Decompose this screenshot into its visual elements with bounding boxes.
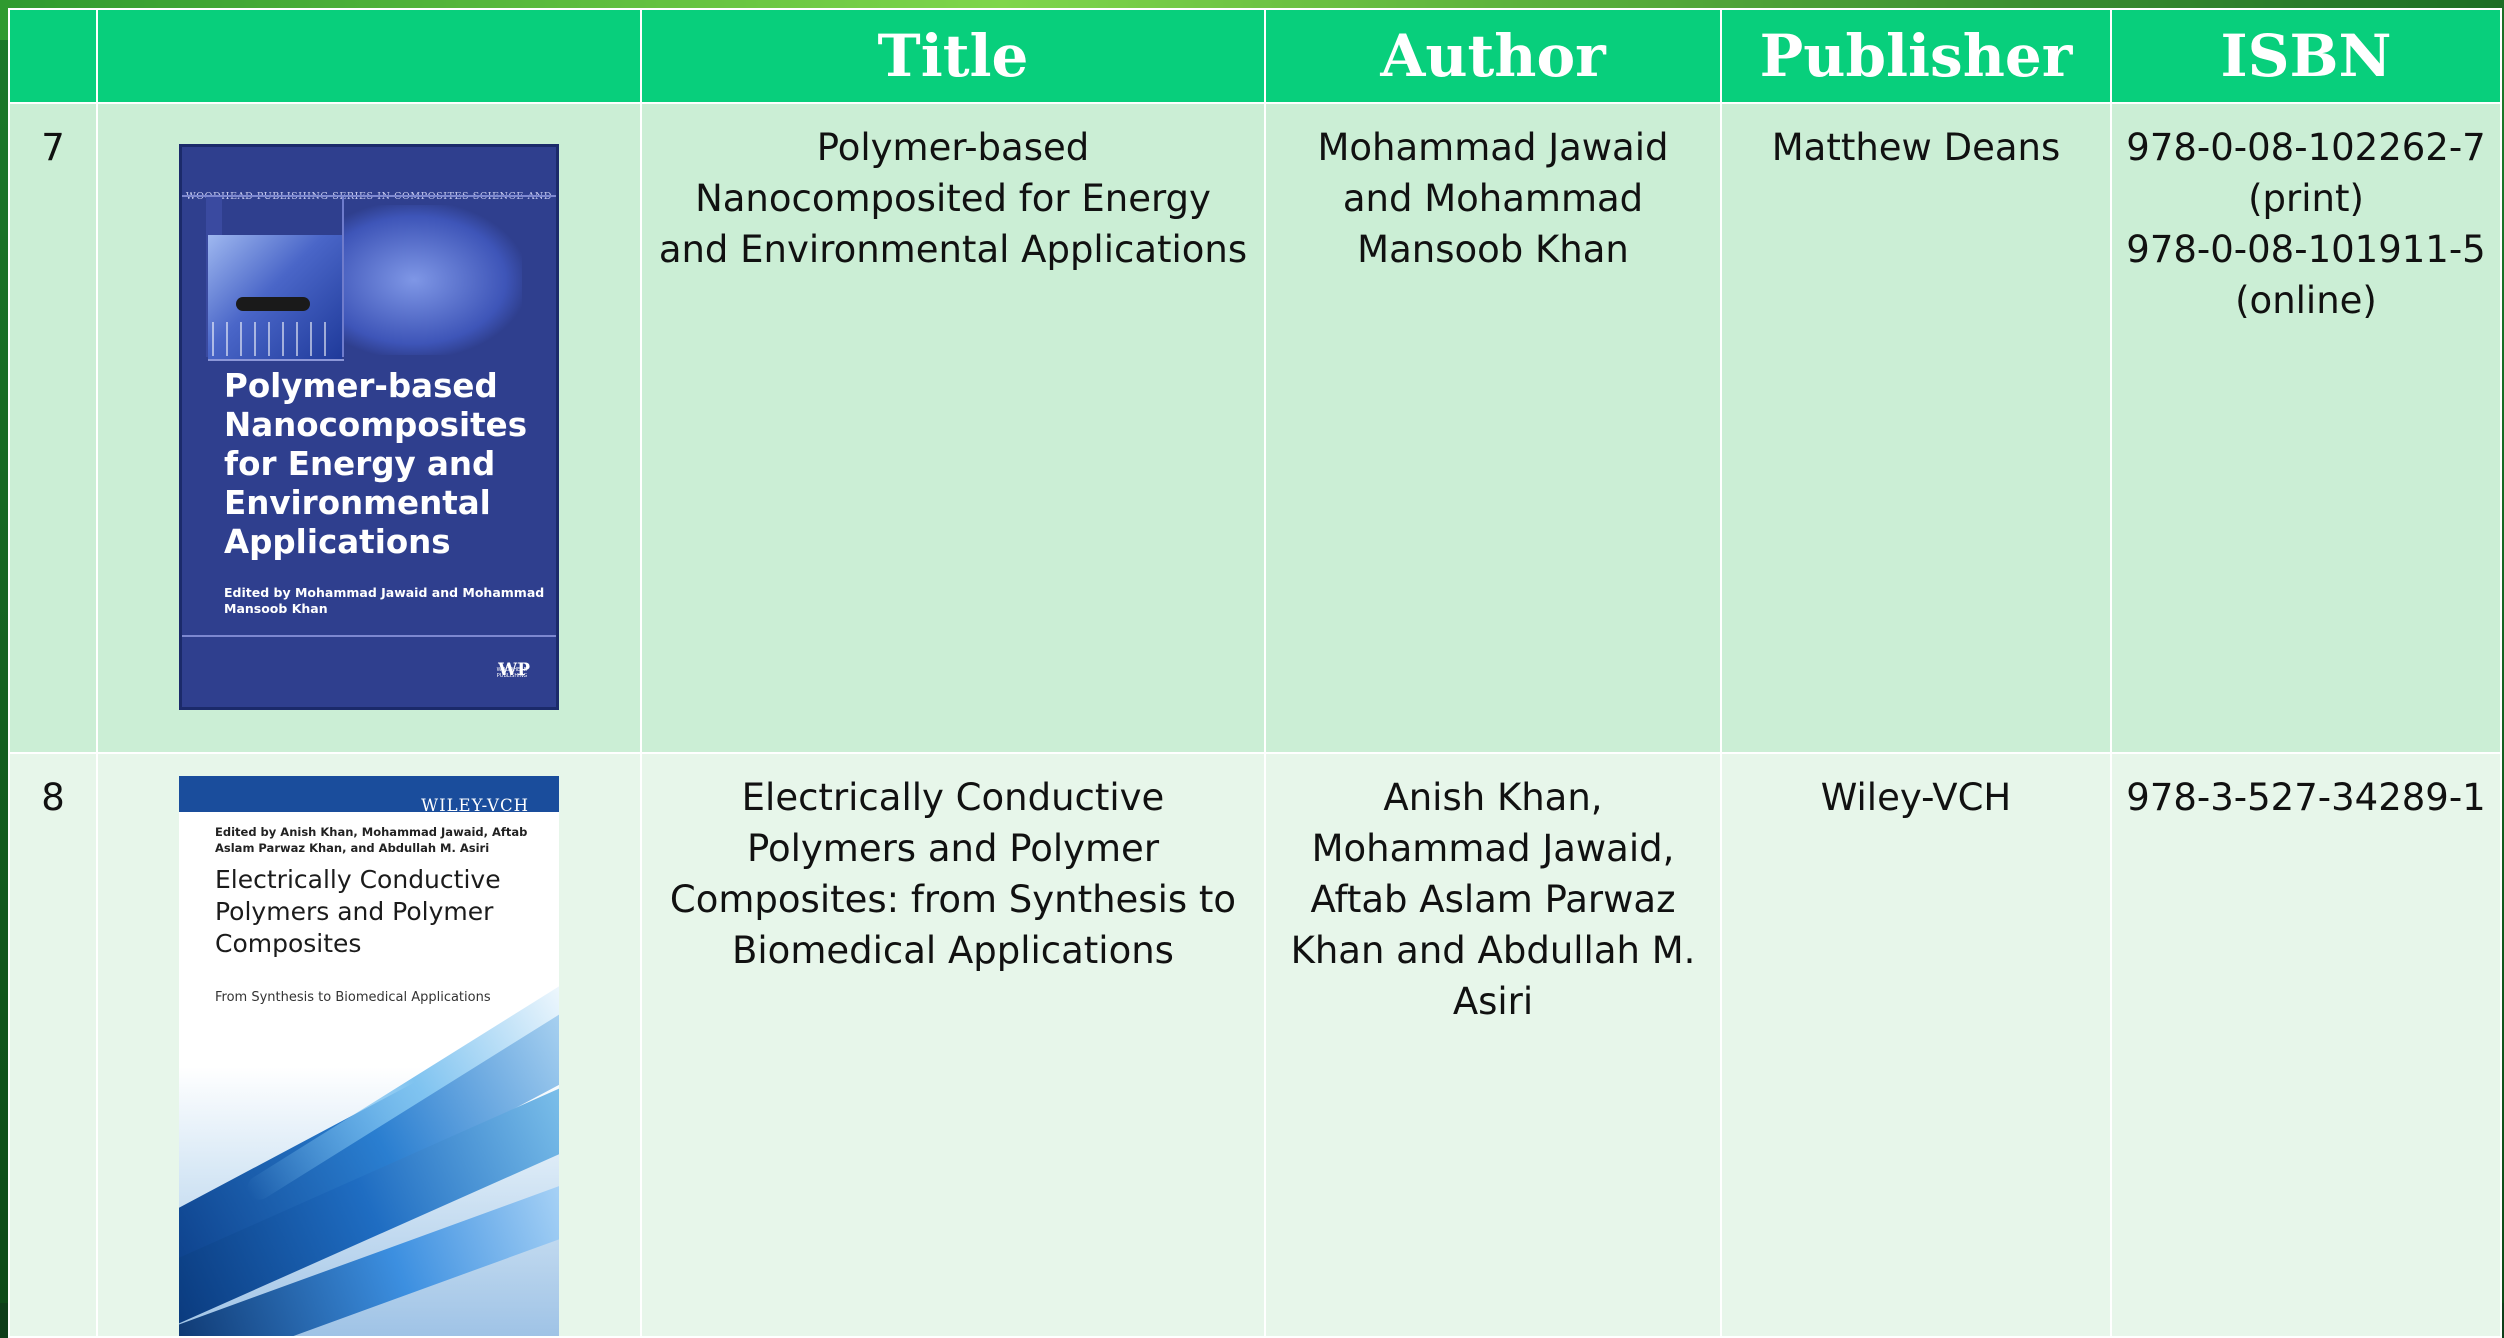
cover-photo-detail <box>236 297 310 311</box>
author-cell: Anish Khan, Mohammad Jawaid, Aftab Aslam… <box>1264 752 1722 1338</box>
title-cell: Electrically Conductive Polymers and Pol… <box>640 752 1266 1338</box>
isbn-line: 978-0-08-102262-7 <box>2126 126 2486 169</box>
cover-divider <box>208 359 344 361</box>
books-table: Title Author Publisher ISBN 7 WOODHEAD P… <box>8 8 2502 1338</box>
cover-title: Electrically Conductive Polymers and Pol… <box>215 865 501 958</box>
publisher-cell: Wiley-VCH <box>1720 752 2112 1338</box>
cover-graphic <box>342 205 522 355</box>
book-cover-image: WOODHEAD PUBLISHING SERIES IN COMPOSITES… <box>179 144 559 710</box>
isbn-line: (online) <box>2235 279 2377 322</box>
header-cover <box>96 8 642 104</box>
cover-title: Polymer-based Nanocomposites for Energy … <box>224 367 528 561</box>
cover-top-bar <box>179 776 559 812</box>
publisher-logo: WILEY-VCH <box>421 796 529 815</box>
cover-divider <box>342 197 344 357</box>
isbn-cell: 978-3-527-34289-1 <box>2110 752 2502 1338</box>
header-author: Author <box>1264 8 1722 104</box>
publisher-logo-subtext: WOODHEAD PUBLISHING <box>496 667 528 679</box>
isbn-line: 978-3-527-34289-1 <box>2126 776 2486 819</box>
header-isbn: ISBN <box>2110 8 2502 104</box>
cover-rule <box>182 635 556 637</box>
table-row: 7 WOODHEAD PUBLISHING SERIES IN COMPOSIT… <box>8 102 2502 754</box>
cover-photo-grid <box>212 322 332 356</box>
row-number: 8 <box>8 752 98 1338</box>
isbn-line: (print) <box>2248 177 2364 220</box>
cover-cell: WILEY-VCH Edited by Anish Khan, Mohammad… <box>96 752 642 1338</box>
cover-editors: Edited by Anish Khan, Mohammad Jawaid, A… <box>215 825 528 855</box>
title-cell: Polymer-based Nanocomposited for Energy … <box>640 102 1266 754</box>
cover-rule <box>182 195 556 197</box>
cover-subtitle: From Synthesis to Biomedical Application… <box>215 990 491 1005</box>
isbn-line: 978-0-08-101911-5 <box>2126 228 2486 271</box>
header-title: Title <box>640 8 1266 104</box>
author-cell: Mohammad Jawaid and Mohammad Mansoob Kha… <box>1264 102 1722 754</box>
header-row: Title Author Publisher ISBN <box>8 8 2502 104</box>
cover-cell: WOODHEAD PUBLISHING SERIES IN COMPOSITES… <box>96 102 642 754</box>
cover-editors: Edited by Mohammad Jawaid and Mohammad M… <box>224 585 545 616</box>
table-row: 8 WILEY-VCH Edited by Anish Khan, Mohamm… <box>8 752 2502 1338</box>
header-number <box>8 8 98 104</box>
publisher-logo: WP <box>498 660 530 680</box>
row-number: 7 <box>8 102 98 754</box>
header-publisher: Publisher <box>1720 8 2112 104</box>
book-cover-image: WILEY-VCH Edited by Anish Khan, Mohammad… <box>179 776 559 1336</box>
publisher-cell: Matthew Deans <box>1720 102 2112 754</box>
isbn-cell: 978-0-08-102262-7 (print) 978-0-08-10191… <box>2110 102 2502 754</box>
